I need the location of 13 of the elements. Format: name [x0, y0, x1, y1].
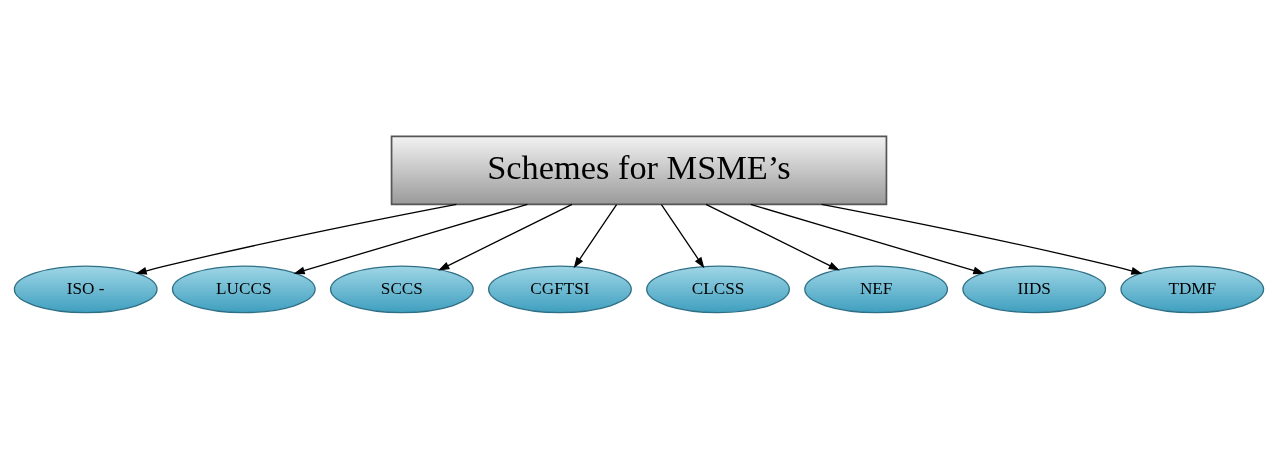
arrow — [573, 203, 618, 269]
node-box: Schemes for MSME’s — [390, 135, 888, 206]
arrow — [705, 203, 840, 271]
node-ellipse: NEF — [804, 265, 949, 314]
node-ellipse: SCCS — [329, 265, 474, 314]
arrow — [660, 203, 705, 269]
arrow — [750, 203, 985, 275]
arrow — [135, 203, 458, 275]
arrow — [293, 203, 528, 275]
node-ellipse: CLCSS — [646, 265, 790, 314]
arrow — [820, 203, 1143, 275]
arrow — [438, 203, 573, 271]
node-ellipse: CGFTSI — [488, 265, 632, 314]
